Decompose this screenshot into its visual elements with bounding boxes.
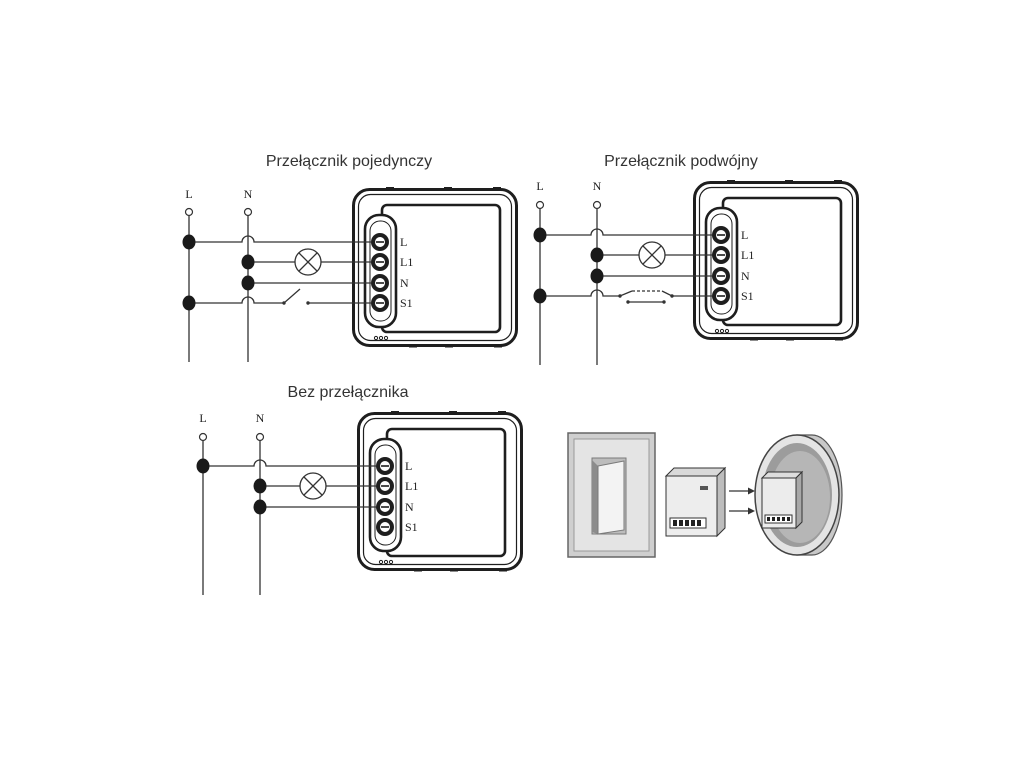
- wire-label-n: N: [593, 179, 602, 193]
- lamp-cross: [298, 252, 318, 272]
- terminal-label-s1: S1: [741, 289, 754, 303]
- wire-end-n: [243, 207, 253, 217]
- installation-illustration: [567, 432, 843, 558]
- relay-module-3d: [664, 466, 727, 538]
- terminal-label-n: N: [741, 269, 750, 283]
- terminal-label-n: N: [405, 500, 414, 514]
- wire-end-l: [198, 432, 208, 442]
- terminal-slot: [777, 517, 780, 521]
- diagram-single-switch: Przełącznik pojedynczy L N L L1 N S1: [182, 153, 518, 362]
- terminal-slot: [673, 520, 677, 526]
- junction-dot: [253, 478, 267, 494]
- wire-to-terminal-l: [189, 235, 371, 243]
- terminal-slot: [691, 520, 695, 526]
- terminal-slot: [787, 517, 790, 521]
- terminal-slot: [767, 517, 770, 521]
- junction-dot: [590, 268, 604, 284]
- inner-module-side-face: [795, 470, 803, 530]
- wall-box: [754, 434, 843, 556]
- lamp-icon: [638, 241, 666, 269]
- terminal-slot: [685, 520, 689, 526]
- wire-end-l: [184, 207, 194, 217]
- terminal-label-s1: S1: [405, 520, 418, 534]
- switch-contact: [282, 301, 286, 305]
- wire-label-l: L: [536, 179, 543, 193]
- wire-label-l: L: [185, 187, 192, 201]
- rocker-shadow: [592, 460, 598, 534]
- relay-module: [693, 178, 859, 342]
- lamp-cross: [642, 245, 662, 265]
- module-side-face: [716, 466, 726, 538]
- wire-end-l: [535, 200, 545, 210]
- wire-label-l: L: [199, 411, 206, 425]
- terminal-label-l1: L1: [405, 479, 418, 493]
- terminal-slot: [782, 517, 785, 521]
- diagram-double-switch: Przełącznik podwójny L N L L1 N S1: [533, 153, 859, 365]
- inner-module-top-face: [760, 471, 804, 479]
- wire-end-n: [592, 200, 602, 210]
- module-clip: [700, 486, 708, 490]
- wire-label-n: N: [256, 411, 265, 425]
- lamp-icon: [299, 472, 327, 500]
- diagram-title: Przełącznik podwójny: [604, 153, 758, 170]
- wall-switch: [567, 432, 656, 558]
- lamp-cross: [303, 476, 323, 496]
- switch-contact: [662, 300, 666, 304]
- terminal-label-l: L: [741, 228, 748, 242]
- arrow-head: [748, 487, 755, 495]
- relay-module: [357, 409, 523, 573]
- terminal-label-l1: L1: [741, 248, 754, 262]
- diagram-title: Bez przełącznika: [288, 384, 409, 401]
- switch-contact: [670, 294, 674, 298]
- wire-label-n: N: [244, 187, 253, 201]
- junction-dot: [182, 234, 196, 250]
- terminal-label-l: L: [400, 235, 407, 249]
- wire-to-terminal-l: [203, 459, 376, 467]
- module-top-face: [664, 467, 727, 477]
- switch-contact: [306, 301, 310, 305]
- terminal-label-s1: S1: [400, 296, 413, 310]
- lamp-icon: [294, 248, 322, 276]
- junction-dot: [182, 295, 196, 311]
- rocker-button: [597, 460, 625, 535]
- terminal-slot: [772, 517, 775, 521]
- terminal-label-n: N: [400, 276, 409, 290]
- terminal-label-l: L: [405, 459, 412, 473]
- junction-dot: [533, 288, 547, 304]
- wire-to-terminal-l: [540, 228, 712, 236]
- wire-to-terminal-s1: [189, 288, 371, 304]
- switch-contact: [626, 300, 630, 304]
- diagram-no-switch: Bez przełącznika L N L L1 N S1: [196, 384, 523, 595]
- terminal-slot: [679, 520, 683, 526]
- junction-dot: [533, 227, 547, 243]
- switch-contact: [618, 294, 622, 298]
- junction-dot: [241, 275, 255, 291]
- junction-dot: [196, 458, 210, 474]
- junction-dot: [241, 254, 255, 270]
- arrow-icon: [729, 487, 755, 495]
- arrow-head: [748, 507, 755, 515]
- terminal-slot: [697, 520, 701, 526]
- wire-end-n: [255, 432, 265, 442]
- diagram-title: Przełącznik pojedynczy: [266, 153, 432, 170]
- relay-module: [352, 185, 518, 349]
- arrow-icon: [729, 507, 755, 515]
- terminal-label-l1: L1: [400, 255, 413, 269]
- junction-dot: [590, 247, 604, 263]
- junction-dot: [253, 499, 267, 515]
